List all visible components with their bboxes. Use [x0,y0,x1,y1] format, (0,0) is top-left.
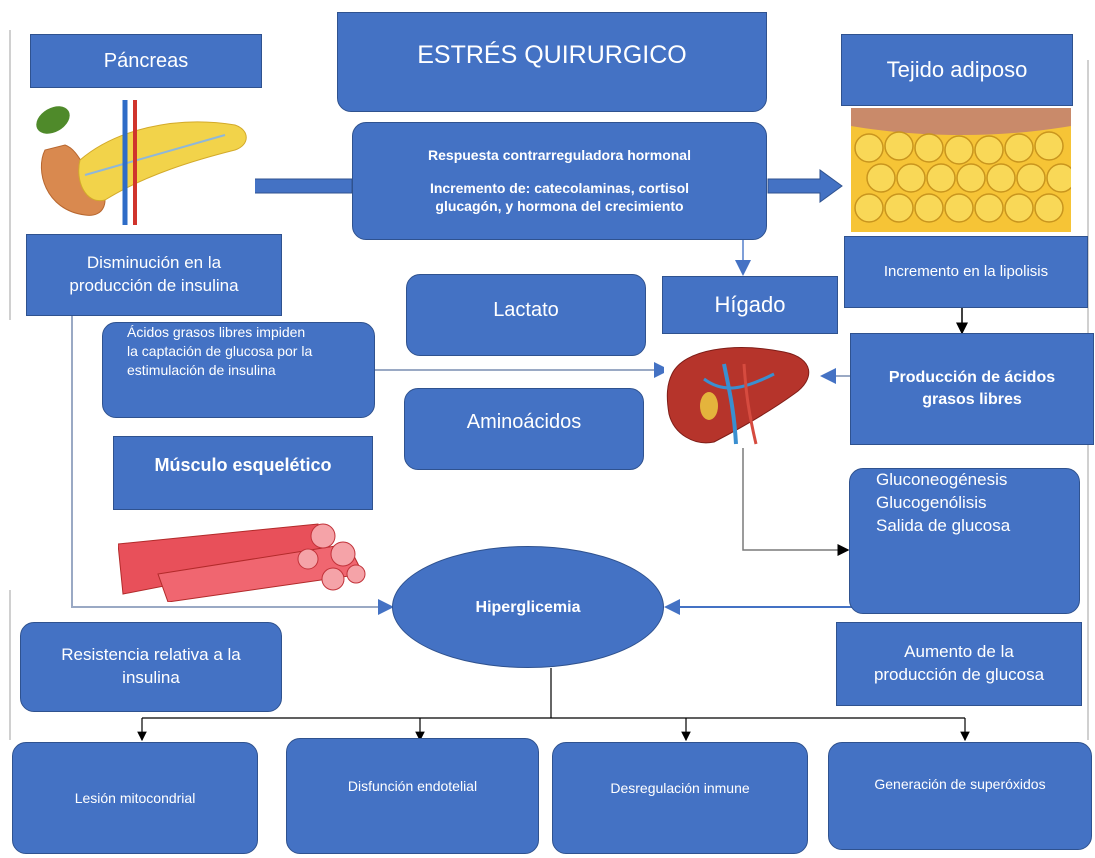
ffa-muscle-line1: Ácidos grasos libres impiden [127,324,306,340]
outcome-mitochondrial: Lesión mitocondrial [12,742,258,854]
outcome-superoxides-text: Generación de superóxidos [874,776,1046,792]
hyperglycemia-ellipse: Hiperglicemia [392,546,664,668]
ffa-production-box: Producción de ácidos grasos libres [850,333,1094,445]
outcome-endothelial-text: Disfunción endotelial [347,778,478,794]
hyperglycemia-text: Hiperglicemia [475,599,581,616]
muscle-image [118,514,368,602]
ffa-production-line1: Producción de ácidos [888,369,1056,387]
insulin-decrease-box: Disminución en la producción de insulina [26,234,282,316]
glucose-increase-line2: producción de glucosa [873,665,1045,684]
outcome-endothelial: Disfunción endotelial [286,738,539,854]
glucose-increase-box: Aumento de la producción de glucosa [836,622,1082,706]
amino-acids-box: Aminoácidos [404,388,644,470]
outcome-superoxides: Generación de superóxidos [828,742,1092,850]
pancreas-title-text: Páncreas [103,49,189,72]
liver-output-box: Gluconeogénesis Glucogenólisis Salida de… [849,468,1080,614]
liver-image [664,334,820,448]
glucose-output-text: Salida de glucosa [876,515,1011,535]
hormonal-response-line2: Incremento de: catecolaminas, cortisol [429,179,690,196]
pancreas-title: Páncreas [30,34,262,88]
amino-acids-text: Aminoácidos [466,411,582,433]
muscle-title-text: Músculo esquelético [154,455,332,475]
adipose-title-text: Tejido adiposo [886,57,1028,83]
ffa-muscle-line2: la captación de glucosa por la [127,342,313,359]
adipose-tissue-image [851,108,1071,232]
liver-title: Hígado [662,276,838,334]
lactate-box: Lactato [406,274,646,356]
hormonal-response-line3: glucagón, y hormona del crecimiento [435,198,684,215]
outcome-immune-text: Desregulación inmune [610,780,750,796]
liver-title-text: Hígado [714,292,786,318]
insulin-resistance-box: Resistencia relativa a la insulina [20,622,282,712]
lipolysis-text: Incremento en la lipolisis [883,262,1049,280]
hormonal-response-line1: Respuesta contrarreguladora hormonal [428,146,691,163]
outcome-immune: Desregulación inmune [552,742,808,854]
title-text: ESTRÉS QUIRURGICO [417,41,687,69]
ffa-muscle-box: Ácidos grasos libres impiden la captació… [102,322,375,418]
glucose-increase-line1: Aumento de la [904,642,1014,662]
title-box: ESTRÉS QUIRURGICO [337,12,767,112]
lipolysis-box: Incremento en la lipolisis [844,236,1088,308]
glycogenolysis-text: Glucogenólisis [876,492,987,512]
outcome-mitochondrial-text: Lesión mitocondrial [74,789,196,806]
insulin-decrease-line2: producción de insulina [69,276,239,295]
ffa-production-line2: grasos libres [922,391,1022,408]
insulin-resistance-line2: insulina [122,668,180,687]
adipose-title: Tejido adiposo [841,34,1073,106]
lactate-text: Lactato [493,299,559,321]
muscle-title: Músculo esquelético [113,436,373,510]
ffa-muscle-line3: estimulación de insulina [127,361,276,378]
pancreas-image [25,90,255,230]
insulin-decrease-line1: Disminución en la [86,253,222,273]
insulin-resistance-line1: Resistencia relativa a la [61,645,241,665]
gluconeogenesis-text: Gluconeogénesis [876,470,1008,489]
hormonal-response-box: Respuesta contrarreguladora hormonal Inc… [352,122,767,240]
arrow-to-adipose [767,169,843,203]
